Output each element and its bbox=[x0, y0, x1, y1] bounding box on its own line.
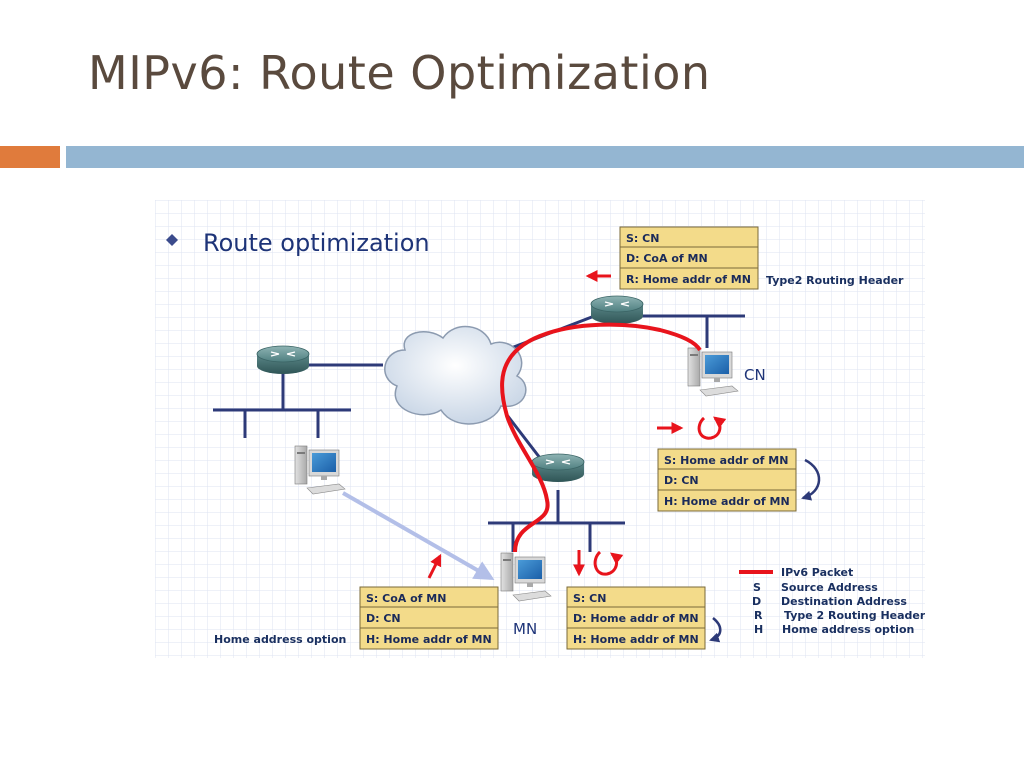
accent-bar-orange bbox=[0, 146, 60, 168]
mn-movement-arrow bbox=[342, 491, 495, 580]
slide-title: MIPv6: Route Optimization bbox=[88, 46, 711, 100]
packet-row: D: Home addr of MN bbox=[573, 612, 699, 625]
arrow-up-icon bbox=[427, 553, 442, 579]
ipv6-packet-path bbox=[500, 322, 702, 553]
packet-row: H: Home addr of MN bbox=[366, 633, 492, 646]
red-arrows bbox=[427, 270, 727, 579]
accent-bar-blue bbox=[66, 146, 1024, 168]
packet-box-cn-mid: S: Home addr of MN D: CN H: Home addr of… bbox=[657, 448, 797, 512]
turn-arrow-icon bbox=[697, 416, 727, 440]
packet-box-mn-left: S: CoA of MN D: CN H: Home addr of MN bbox=[359, 586, 499, 650]
packet-row: H: Home addr of MN bbox=[573, 633, 699, 646]
legend-desc: Home address option bbox=[782, 623, 914, 636]
internet-cloud-icon bbox=[384, 325, 527, 425]
curved-arrow-icon bbox=[709, 617, 722, 643]
packet-row: S: CN bbox=[573, 592, 606, 605]
diagram-heading: Route optimization bbox=[166, 229, 430, 257]
legend: IPv6 Packet S Source Address D Destinati… bbox=[739, 566, 925, 636]
packet-row: D: CN bbox=[664, 474, 699, 487]
curved-arrow-icon bbox=[801, 458, 821, 501]
route-optimization-diagram: Route optimization CN MN bbox=[155, 200, 925, 658]
packet-row: S: CoA of MN bbox=[366, 592, 446, 605]
cn-label: CN bbox=[744, 366, 766, 384]
packet-row: S: CN bbox=[626, 232, 659, 245]
home-router-icon bbox=[256, 345, 310, 375]
legend-desc: Destination Address bbox=[781, 595, 907, 608]
legend-desc: Source Address bbox=[781, 581, 878, 594]
cn-router-icon bbox=[590, 295, 644, 325]
legend-key: S bbox=[753, 581, 761, 594]
turn-arrow-icon bbox=[593, 550, 624, 576]
legend-key: H bbox=[754, 623, 763, 636]
mn-label: MN bbox=[513, 620, 537, 638]
bullet-icon bbox=[166, 234, 178, 246]
home-address-option-label: Home address option bbox=[214, 633, 346, 646]
packet-row: H: Home addr of MN bbox=[664, 495, 790, 508]
diagram-heading-text: Route optimization bbox=[203, 229, 430, 257]
packet-box-mn-right: S: CN D: Home addr of MN H: Home addr of… bbox=[566, 586, 706, 650]
legend-packet-label: IPv6 Packet bbox=[781, 566, 853, 579]
legend-desc: Type 2 Routing Header bbox=[784, 609, 925, 622]
packet-box-cn-top: S: CN D: CoA of MN R: Home addr of MN bbox=[619, 226, 759, 290]
legend-key: D bbox=[752, 595, 761, 608]
packet-row: R: Home addr of MN bbox=[626, 273, 751, 286]
packet-row: D: CoA of MN bbox=[626, 252, 708, 265]
packet-row: D: CN bbox=[366, 612, 401, 625]
packet-row: S: Home addr of MN bbox=[664, 454, 788, 467]
type2-routing-header-label: Type2 Routing Header bbox=[766, 274, 904, 287]
legend-key: R bbox=[754, 609, 763, 622]
cloud-mn-router-link bbox=[505, 414, 542, 459]
